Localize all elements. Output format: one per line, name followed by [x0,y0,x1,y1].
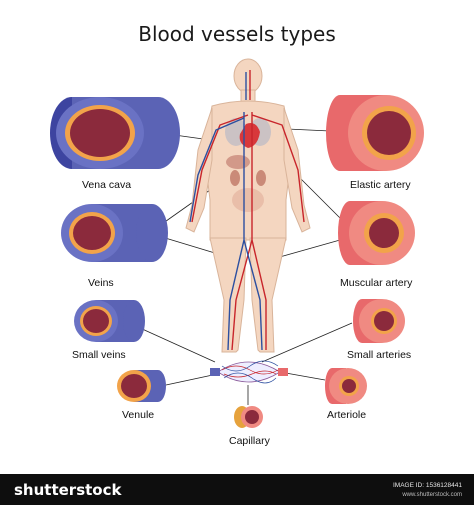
left-arm [185,107,213,233]
torso [203,100,293,241]
label-capillary: Capillary [229,435,270,447]
vein-paths [189,72,263,351]
capillary-vessel [234,406,263,428]
label-small-veins: Small veins [72,349,126,361]
label-veins: Veins [88,277,114,289]
label-vena-cava: Vena cava [82,179,132,191]
arteriole-vessel [325,368,367,404]
small-arteries-vessel [353,299,405,343]
label-small-arteries: Small arteries [347,349,412,361]
head [233,58,263,94]
footer-bar: shutterstock IMAGE ID: 1536128441 www.sh… [0,474,474,505]
elastic-artery-vessel [326,95,424,171]
venule-vessel [117,370,166,402]
label-venule: Venule [122,409,155,421]
diagram-title: Blood vessels types [138,22,336,46]
vena-cava-vessel [50,97,180,169]
site-url: www.shutterstock.com [402,492,462,498]
right-arm [283,107,311,233]
label-elastic-artery: Elastic artery [350,179,411,191]
artery-paths [191,70,305,351]
label-muscular-artery: Muscular artery [340,277,413,289]
brand-logo: shutterstock [14,481,122,499]
muscular-artery-vessel [338,201,415,265]
small-veins-vessel [74,300,145,342]
right-leg [249,237,287,353]
label-arteriole: Arteriole [327,409,367,421]
image-id: IMAGE ID: 1536128441 [392,482,462,489]
blood-vessels-diagram [50,58,424,428]
veins-vessel [61,204,168,262]
capillary-bed [210,360,288,384]
